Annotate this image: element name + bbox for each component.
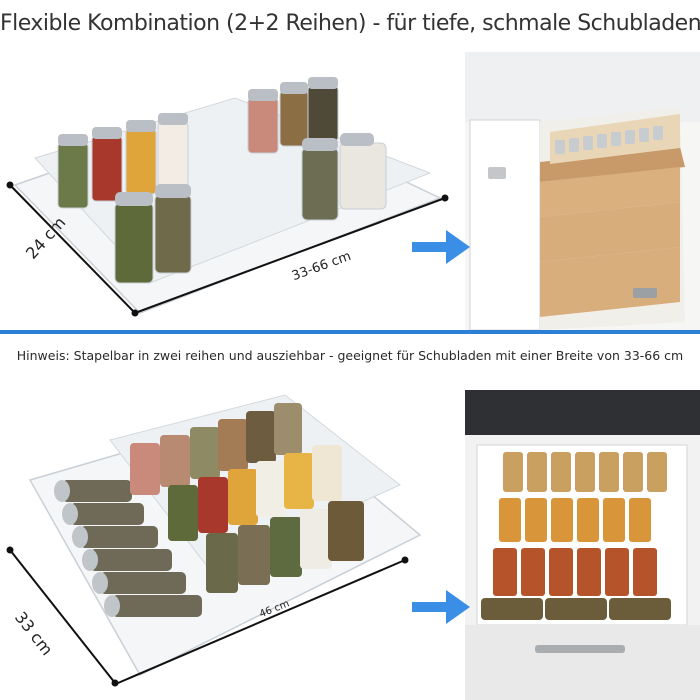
jar-group-middle-row: [168, 445, 342, 541]
bottom-arrow-icon: [412, 588, 472, 626]
jar-group-back-row: [130, 403, 302, 495]
jar-group-right-back: [247, 77, 339, 154]
jar-group-right-front: [301, 133, 387, 221]
jar-group-lying: [62, 480, 202, 617]
headline: Flexible Kombination (2+2 Reihen) - für …: [0, 11, 700, 36]
jar-group-front-row: [206, 501, 364, 593]
top-rack-illustration: [0, 48, 460, 328]
section-divider: [0, 330, 700, 334]
top-drawer-photo: [465, 52, 700, 330]
top-arrow-icon: [412, 228, 472, 266]
drawer-jar-rows: [481, 452, 671, 620]
jar-group-left-front: [114, 184, 192, 284]
jar-group-left-back: [57, 113, 189, 209]
bottom-drawer-photo: [465, 390, 700, 700]
hint-text: Hinweis: Stapelbar in zwei reihen und au…: [16, 348, 684, 363]
bottom-rack-illustration: [0, 385, 460, 700]
